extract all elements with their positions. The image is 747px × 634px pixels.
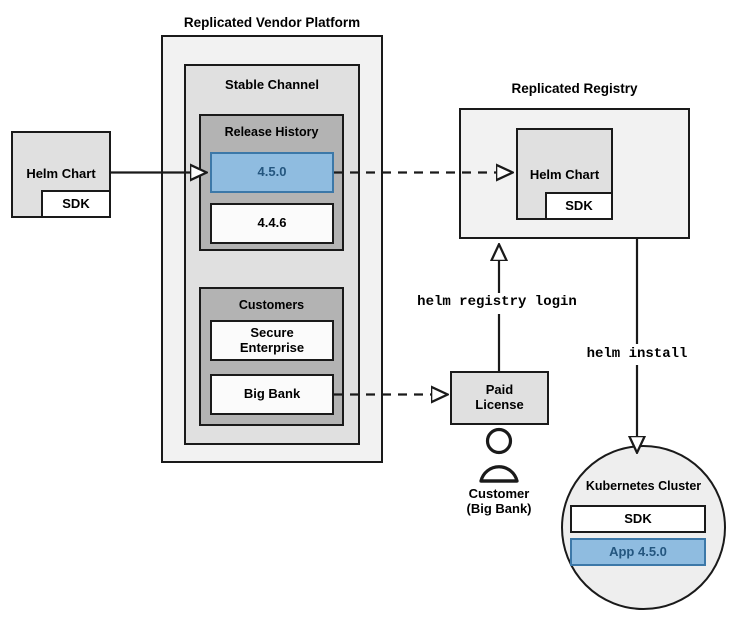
source-helm-chart-sdk[interactable]: SDK: [41, 190, 111, 218]
customer-actor-label: Customer (Big Bank): [466, 486, 532, 516]
customers-label: Customers: [238, 298, 305, 312]
vendor-platform-title: Replicated Vendor Platform: [183, 15, 361, 30]
command-helm-install: helm install: [586, 346, 688, 362]
registry-helm-chart-sdk[interactable]: SDK: [545, 192, 613, 220]
kubernetes-cluster-label: Kubernetes Cluster: [585, 479, 702, 493]
person-icon: [479, 427, 519, 483]
release-history-label: Release History: [224, 125, 319, 139]
cluster-component-app[interactable]: App 4.5.0: [570, 538, 706, 566]
paid-license-box[interactable]: Paid License: [450, 371, 549, 425]
release-4-4-6[interactable]: 4.4.6: [210, 203, 334, 244]
stable-channel-label: Stable Channel: [225, 77, 319, 92]
release-4-5-0[interactable]: 4.5.0: [210, 152, 334, 193]
command-helm-registry-login: helm registry login: [417, 294, 577, 310]
customer-big-bank[interactable]: Big Bank: [210, 374, 334, 415]
registry-title: Replicated Registry: [511, 81, 638, 96]
cluster-component-sdk[interactable]: SDK: [570, 505, 706, 533]
customer-secure-enterprise[interactable]: Secure Enterprise: [210, 320, 334, 361]
